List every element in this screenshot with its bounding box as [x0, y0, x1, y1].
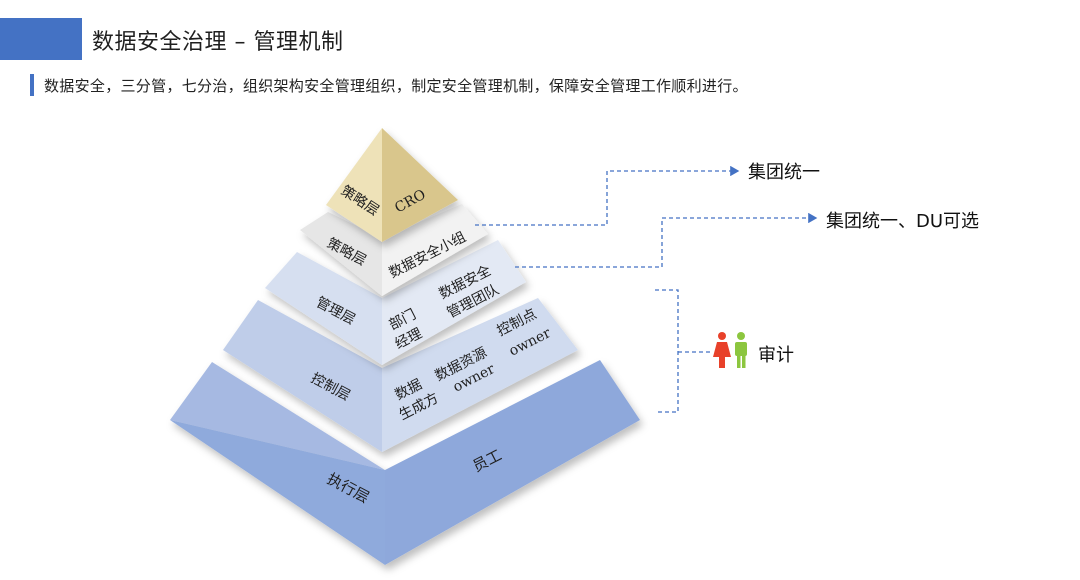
layer5-left-front: [170, 420, 385, 565]
callout-top: 集团统一: [748, 162, 820, 183]
page-subtitle: 数据安全，三分管，七分治，组织架构安全管理组织，制定安全管理机制，保障安全管理工…: [44, 77, 748, 95]
layer3-right-face: [382, 240, 526, 365]
subtitle-accent-bar: [30, 74, 34, 96]
page-title: 数据安全治理 – 管理机制: [92, 30, 344, 55]
layer2-left-face: [300, 212, 382, 296]
audit-people-icon: [713, 332, 747, 368]
callout-audit: 审计: [758, 345, 794, 366]
layer5-left-face: [170, 362, 385, 470]
apex-left-face: [326, 128, 382, 242]
pyramid-layer-management: [265, 240, 526, 365]
pyramid-layer-execution: [170, 360, 640, 565]
apex-right-face: [382, 128, 458, 242]
connector-middle-arrow: [515, 212, 818, 268]
pyramid-apex: [326, 128, 458, 242]
layer4-right-face: [382, 298, 578, 452]
layer3-left-face: [265, 252, 382, 365]
audit-bracket: [655, 289, 679, 413]
pyramid-layer-control: [223, 298, 578, 452]
connector-top-arrow: [475, 165, 740, 226]
header-accent-band: [0, 18, 82, 60]
callout-middle: 集团统一、DU可选: [826, 211, 980, 232]
layer5-right-face: [385, 360, 640, 565]
layer4-left-face: [223, 300, 382, 452]
